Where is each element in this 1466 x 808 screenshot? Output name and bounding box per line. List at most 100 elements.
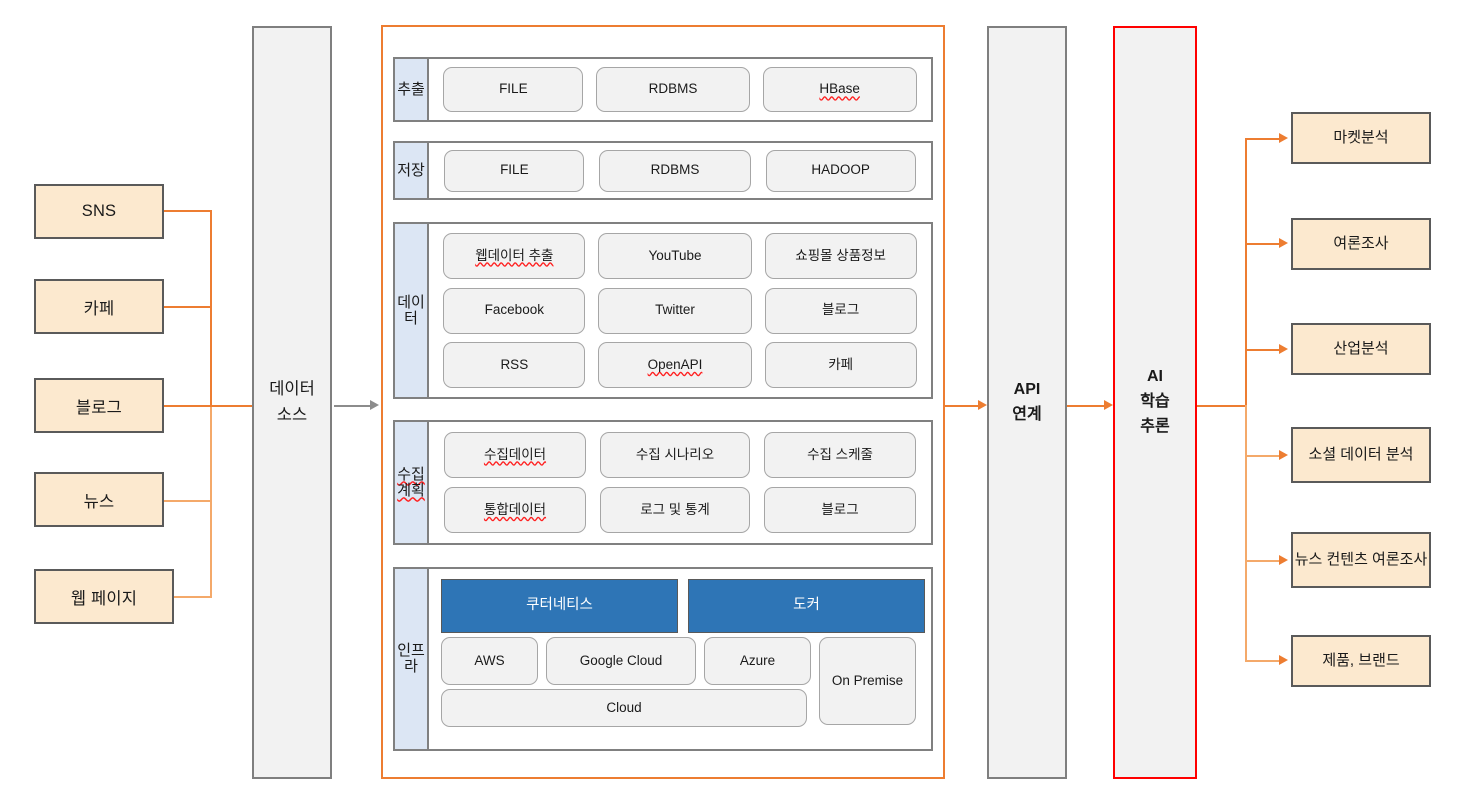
connector-trunk-to-datasource: [210, 405, 254, 407]
section-label-data: 데이터: [395, 224, 429, 397]
platform-section-data: 데이터 웹데이터 추출 YouTube 쇼핑몰 상품정보 Facebook Tw…: [393, 222, 933, 399]
connector-webpage: [174, 596, 212, 598]
result-label: 제품, 브랜드: [1322, 652, 1400, 670]
source-label: 블로그: [75, 398, 123, 417]
chip-rdbms[interactable]: RDBMS: [595, 67, 750, 112]
result-box-opinion-poll[interactable]: 여론조사: [1291, 218, 1431, 270]
chip-label: HADOOP: [811, 162, 870, 178]
chip-blog-plan[interactable]: 블로그: [764, 487, 916, 534]
arrow-result-4: [1279, 450, 1288, 460]
source-box-blog[interactable]: 블로그: [34, 378, 164, 433]
section-label-infra: 인프라: [395, 569, 429, 749]
chip-label: 수집데이터: [483, 446, 547, 462]
chip-blog[interactable]: 블로그: [764, 287, 917, 334]
chip-hadoop[interactable]: HADOOP: [765, 149, 916, 192]
chip-cloud-bar[interactable]: Cloud: [441, 689, 807, 727]
chip-on-premise[interactable]: On Premise: [819, 637, 916, 725]
platform-section-extract: 추출 FILE RDBMS HBase: [393, 57, 933, 122]
pillar-ai[interactable]: AI 학습 추론: [1113, 26, 1197, 779]
source-box-cafe[interactable]: 카페: [34, 279, 164, 334]
arrow-result-2: [1279, 238, 1288, 248]
chip-label: 수집 스케줄: [807, 446, 873, 462]
chip-label: 블로그: [822, 302, 860, 318]
chip-label: 로그 및 통계: [640, 502, 710, 518]
chip-hbase[interactable]: HBase: [762, 67, 917, 112]
section-label-storage: 저장: [395, 143, 429, 198]
chip-file[interactable]: FILE: [443, 67, 584, 112]
chip-label: Azure: [739, 652, 776, 668]
result-box-social-data-analysis[interactable]: 소셜 데이터 분석: [1291, 427, 1431, 483]
source-label: 카페: [83, 299, 115, 318]
arrow-datasource-to-platform: [370, 400, 379, 410]
chip-web-data-extract[interactable]: 웹데이터 추출: [443, 232, 586, 279]
pillar-data-source-text: 데이터 소스: [269, 379, 315, 424]
chip-label: 쇼핑몰 상품정보: [795, 247, 886, 263]
chip-collect-scenario[interactable]: 수집 시나리오: [600, 431, 750, 478]
platform-section-storage: 저장 FILE RDBMS HADOOP: [393, 141, 933, 200]
result-label: 마켓분석: [1333, 129, 1389, 147]
source-box-sns[interactable]: SNS: [34, 184, 164, 239]
platform-section-infra: 인프라 쿠터네티스 도커 AWS Google Cloud A: [393, 567, 933, 751]
chip-openapi[interactable]: OpenAPI: [597, 342, 752, 389]
pillar-api-text: API 연계: [1012, 380, 1042, 423]
chip-google-cloud[interactable]: Google Cloud: [546, 637, 696, 685]
connector-result-3: [1245, 349, 1281, 351]
chip-shopping-mall[interactable]: 쇼핑몰 상품정보: [764, 232, 917, 279]
result-box-industry-analysis[interactable]: 산업분석: [1291, 323, 1431, 375]
chip-label: Google Cloud: [579, 652, 663, 668]
chip-label: Twitter: [655, 302, 695, 318]
chip-label: RSS: [500, 357, 529, 373]
arrow-api-to-ai: [1104, 400, 1113, 410]
connector-results-trunk-upper: [1245, 138, 1247, 406]
source-box-news[interactable]: 뉴스: [34, 472, 164, 527]
pillar-api[interactable]: API 연계: [987, 26, 1067, 779]
connector-platform-to-api: [945, 405, 981, 407]
chip-file-storage[interactable]: FILE: [444, 149, 585, 192]
chip-facebook[interactable]: Facebook: [443, 287, 586, 334]
chip-log-stats[interactable]: 로그 및 통계: [600, 487, 750, 534]
chip-collect-schedule[interactable]: 수집 스케줄: [764, 431, 916, 478]
connector-blog: [164, 405, 212, 407]
chip-rss[interactable]: RSS: [443, 342, 586, 389]
pillar-data-source[interactable]: 데이터 소스: [252, 26, 332, 779]
connector-result-1: [1245, 138, 1281, 140]
chip-label: 도커: [793, 597, 820, 614]
chip-label: 웹데이터 추출: [475, 247, 554, 263]
connector-ai-to-trunk: [1197, 405, 1247, 407]
chip-label: HBase: [819, 81, 860, 97]
connector-news: [164, 500, 212, 502]
chip-aws[interactable]: AWS: [441, 637, 538, 685]
arrow-result-3: [1279, 344, 1288, 354]
chip-kubernetes[interactable]: 쿠터네티스: [441, 579, 678, 633]
connector-trunk-upper: [210, 210, 212, 406]
chip-twitter[interactable]: Twitter: [597, 287, 752, 334]
connector-result-2: [1245, 243, 1281, 245]
result-box-market-analysis[interactable]: 마켓분석: [1291, 112, 1431, 164]
chip-rdbms-storage[interactable]: RDBMS: [598, 149, 751, 192]
chip-label: 쿠터네티스: [526, 597, 593, 614]
section-label-collect-plan: 수집계획: [395, 422, 429, 543]
result-box-product-brand[interactable]: 제품, 브랜드: [1291, 635, 1431, 687]
chip-label: On Premise: [831, 672, 904, 688]
section-label-extract: 추출: [395, 59, 429, 120]
chip-azure[interactable]: Azure: [704, 637, 811, 685]
connector-api-to-ai: [1067, 405, 1107, 407]
source-label: SNS: [81, 202, 117, 220]
connector-result-6: [1245, 660, 1281, 662]
source-box-webpage[interactable]: 웹 페이지: [34, 569, 174, 624]
chip-integrated-data[interactable]: 통합데이터: [444, 487, 586, 534]
section-label-text: 수집계획: [397, 465, 425, 499]
connector-trunk-lower: [210, 405, 212, 597]
chip-cafe[interactable]: 카페: [764, 342, 917, 389]
arrow-result-5: [1279, 555, 1288, 565]
arrow-result-1: [1279, 133, 1288, 143]
result-label: 산업분석: [1333, 340, 1389, 358]
result-box-news-content-poll[interactable]: 뉴스 컨텐츠 여론조사: [1291, 532, 1431, 588]
chip-docker[interactable]: 도커: [688, 579, 925, 633]
chip-youtube[interactable]: YouTube: [597, 232, 752, 279]
source-label: 뉴스: [83, 492, 115, 511]
platform-section-collect-plan: 수집계획 수집데이터 수집 시나리오 수집 스케줄 통합데이터 로그 및 통계 …: [393, 420, 933, 545]
connector-cafe: [164, 306, 212, 308]
chip-label: OpenAPI: [647, 357, 703, 373]
chip-collect-data[interactable]: 수집데이터: [444, 431, 586, 478]
